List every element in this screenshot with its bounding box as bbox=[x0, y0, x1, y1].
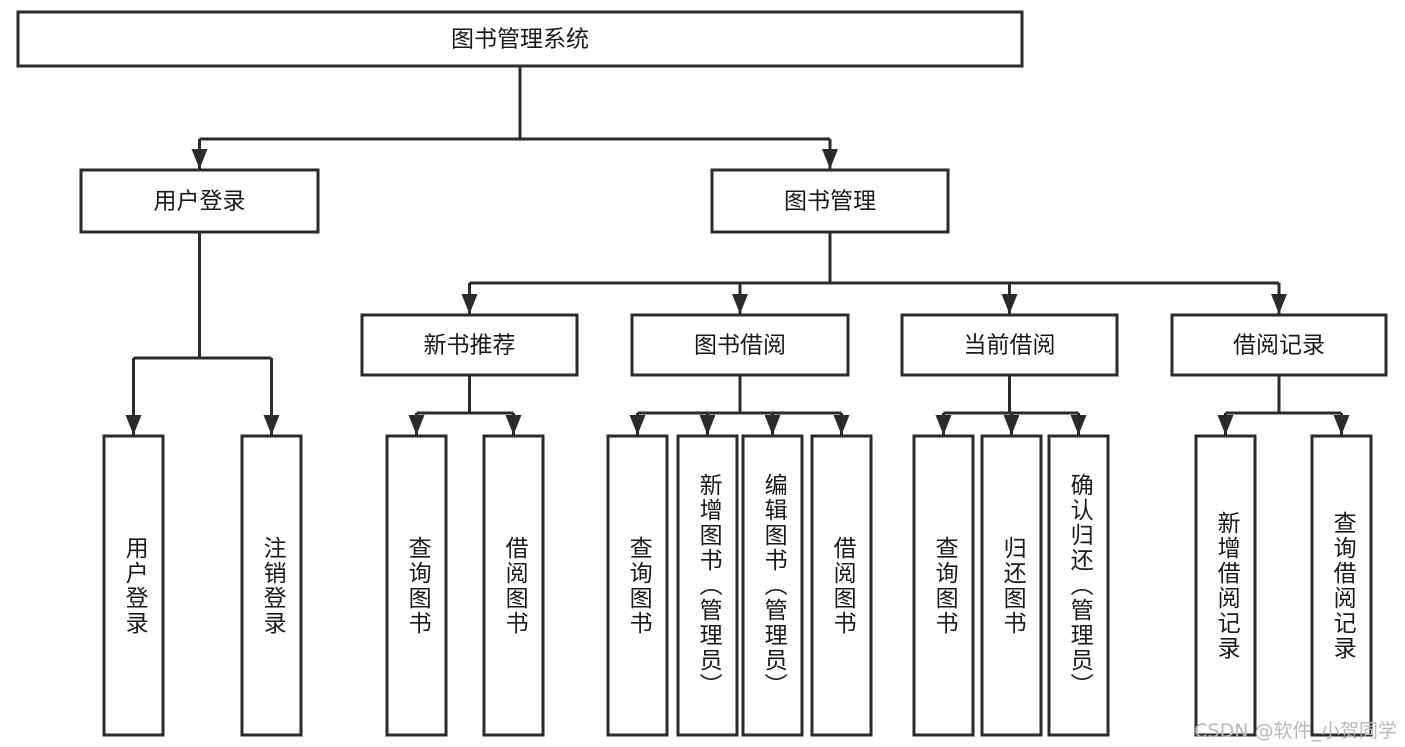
arrow-head-icon bbox=[833, 415, 850, 435]
box-layer bbox=[16, 10, 1388, 737]
arrow-head-icon bbox=[1003, 415, 1020, 435]
arrow-head-icon bbox=[408, 415, 425, 435]
node-box-book-manage[interactable] bbox=[710, 168, 950, 234]
node-box-leaf-query-book-rec[interactable] bbox=[385, 434, 448, 737]
arrow-head-icon bbox=[191, 149, 208, 169]
node-box-leaf-query-record[interactable] bbox=[1310, 434, 1373, 737]
arrow-head-icon bbox=[629, 415, 646, 435]
node-label-current-borrow: 当前借阅 bbox=[964, 333, 1056, 359]
arrow-head-icon bbox=[1333, 415, 1350, 435]
arrow-head-icon bbox=[263, 415, 280, 435]
node-box-leaf-borrow-book[interactable] bbox=[810, 434, 873, 737]
node-box-user-login[interactable] bbox=[79, 168, 320, 234]
node-label-new-book-rec: 新书推荐 bbox=[424, 333, 516, 359]
node-box-leaf-edit-book[interactable] bbox=[741, 434, 804, 737]
node-box-leaf-add-record[interactable] bbox=[1194, 434, 1257, 737]
arrow-head-icon bbox=[461, 294, 478, 314]
node-box-new-book-rec[interactable] bbox=[360, 313, 579, 377]
arrow-head-icon bbox=[1070, 415, 1087, 435]
arrow-head-icon bbox=[764, 415, 781, 435]
node-box-leaf-user-login[interactable] bbox=[102, 434, 165, 737]
arrow-head-icon bbox=[935, 415, 952, 435]
node-box-root[interactable] bbox=[16, 10, 1024, 68]
node-box-leaf-query-book[interactable] bbox=[606, 434, 669, 737]
node-label-book-borrow: 图书借阅 bbox=[694, 333, 786, 359]
arrow-head-icon bbox=[1217, 415, 1234, 435]
node-box-leaf-add-book[interactable] bbox=[676, 434, 739, 737]
node-label-borrow-record: 借阅记录 bbox=[1233, 333, 1325, 359]
node-label-root: 图书管理系统 bbox=[451, 27, 589, 53]
arrow-head-icon bbox=[822, 149, 838, 169]
node-box-borrow-record[interactable] bbox=[1170, 313, 1388, 377]
node-box-leaf-logout[interactable] bbox=[240, 434, 303, 737]
arrow-head-icon bbox=[1271, 294, 1287, 314]
node-box-book-borrow[interactable] bbox=[630, 313, 850, 377]
arrow-head-icon bbox=[125, 415, 142, 435]
node-box-leaf-return-book[interactable] bbox=[980, 434, 1043, 737]
node-label-book-manage: 图书管理 bbox=[784, 189, 876, 215]
node-box-leaf-query-book-cur[interactable] bbox=[912, 434, 975, 737]
node-box-leaf-confirm-return[interactable] bbox=[1047, 434, 1110, 737]
arrow-head-icon bbox=[732, 294, 748, 314]
arrow-head-icon bbox=[505, 415, 522, 435]
node-box-current-borrow[interactable] bbox=[900, 313, 1119, 377]
arrow-head-icon bbox=[699, 415, 716, 435]
watermark-text: CSDN @软件_小贺同学 bbox=[1194, 720, 1397, 742]
connector-layer bbox=[125, 66, 1350, 435]
arrow-head-icon bbox=[1001, 294, 1018, 314]
node-box-leaf-borrow-book-rec[interactable] bbox=[482, 434, 545, 737]
node-label-user-login: 用户登录 bbox=[154, 189, 246, 215]
